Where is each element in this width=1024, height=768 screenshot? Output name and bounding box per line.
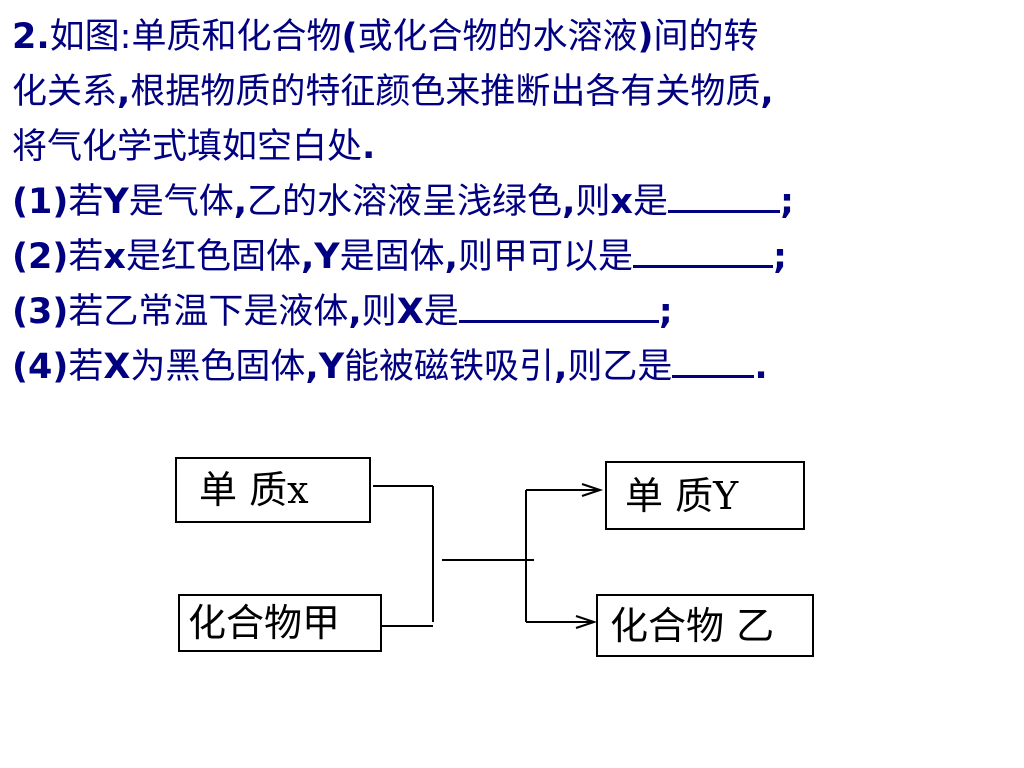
comma: ,	[300, 237, 315, 277]
paren-close: )	[637, 17, 654, 57]
comma: ,	[348, 292, 362, 332]
question-line-1: 2.如图:单质和化合物(或化合物的水溶液)间的转	[12, 10, 1012, 65]
text: 为黑色固体	[130, 347, 306, 387]
text: 若	[68, 182, 104, 222]
terminator: ;	[779, 182, 794, 222]
box-element-x: 单 质x	[175, 457, 371, 523]
intro-text: 间的转	[653, 17, 759, 57]
sub-question-number: (2)	[12, 237, 69, 277]
paren-open: (	[341, 17, 358, 57]
text: 是气体	[128, 182, 234, 222]
box-element-y-label: 单 质Y	[625, 473, 739, 518]
intro-text: 化关系	[12, 72, 118, 112]
intro-text: 根据物质的特征颜色来推断出各有关物质	[130, 72, 761, 112]
question-text: 2.如图:单质和化合物(或化合物的水溶液)间的转 化关系,根据物质的特征颜色来推…	[12, 10, 1012, 395]
comma: ,	[444, 237, 458, 277]
period: .	[362, 127, 376, 167]
question-line-2: 化关系,根据物质的特征颜色来推断出各有关物质,	[12, 65, 1012, 120]
sub-question-number: (3)	[12, 292, 69, 332]
box-compound-jia-label: 化合物甲	[188, 601, 341, 645]
text: 则甲可以是	[457, 237, 633, 277]
terminator: ;	[658, 292, 673, 332]
sub-question-number: (4)	[12, 347, 69, 387]
intro-text: 或化合物的水溶液	[357, 17, 638, 57]
variable: X	[396, 292, 424, 332]
answer-blank-4[interactable]	[672, 343, 755, 378]
text: 若	[68, 347, 104, 387]
sub-question-2: (2)若x是红色固体,Y是固体,则甲可以是;	[12, 230, 1012, 285]
text: 是	[423, 292, 459, 332]
text: 若	[68, 237, 104, 277]
arrow-head	[581, 483, 604, 497]
terminator: ;	[772, 237, 787, 277]
variable: x	[103, 237, 126, 277]
text: 能被磁铁吸引	[344, 347, 555, 387]
text: 则	[361, 292, 397, 332]
text: 则	[575, 182, 611, 222]
text: 是红色固体	[125, 237, 301, 277]
variable: Y	[318, 347, 345, 387]
text: 若乙常温下是液体	[68, 292, 349, 332]
answer-blank-1[interactable]	[667, 178, 780, 213]
sub-question-number: (1)	[12, 182, 69, 222]
sub-question-1: (1)若Y是气体,乙的水溶液呈浅绿色,则x是;	[12, 175, 1012, 230]
text: 乙的水溶液呈浅绿色	[247, 182, 563, 222]
text: 是	[632, 182, 668, 222]
intro-text: 如图:单质和化合物	[49, 17, 342, 57]
box-compound-yi-label: 化合物 乙	[610, 603, 775, 648]
answer-blank-3[interactable]	[458, 288, 659, 323]
terminator: .	[754, 347, 768, 387]
variable: X	[103, 347, 131, 387]
text: 则乙是	[567, 347, 673, 387]
intro-text: 将气化学式填如空白处	[12, 127, 363, 167]
text: 是固体	[339, 237, 445, 277]
variable: Y	[314, 237, 340, 277]
comma: ,	[760, 72, 774, 112]
box-compound-jia: 化合物甲	[178, 594, 382, 652]
variable: Y	[103, 182, 129, 222]
question-number: 2.	[12, 17, 50, 57]
variable: x	[610, 182, 633, 222]
box-element-y: 单 质Y	[605, 461, 805, 530]
comma: ,	[305, 347, 319, 387]
comma: ,	[562, 182, 576, 222]
answer-blank-2[interactable]	[632, 233, 773, 268]
comma: ,	[554, 347, 568, 387]
sub-question-4: (4)若X为黑色固体,Y能被磁铁吸引,则乙是.	[12, 340, 1012, 395]
comma: ,	[117, 72, 131, 112]
sub-question-3: (3)若乙常温下是液体,则X是;	[12, 285, 1012, 340]
box-compound-yi: 化合物 乙	[596, 594, 814, 657]
arrow-head	[575, 615, 598, 629]
question-line-3: 将气化学式填如空白处.	[12, 120, 1012, 175]
comma: ,	[233, 182, 248, 222]
box-element-x-label: 单 质x	[199, 468, 309, 512]
